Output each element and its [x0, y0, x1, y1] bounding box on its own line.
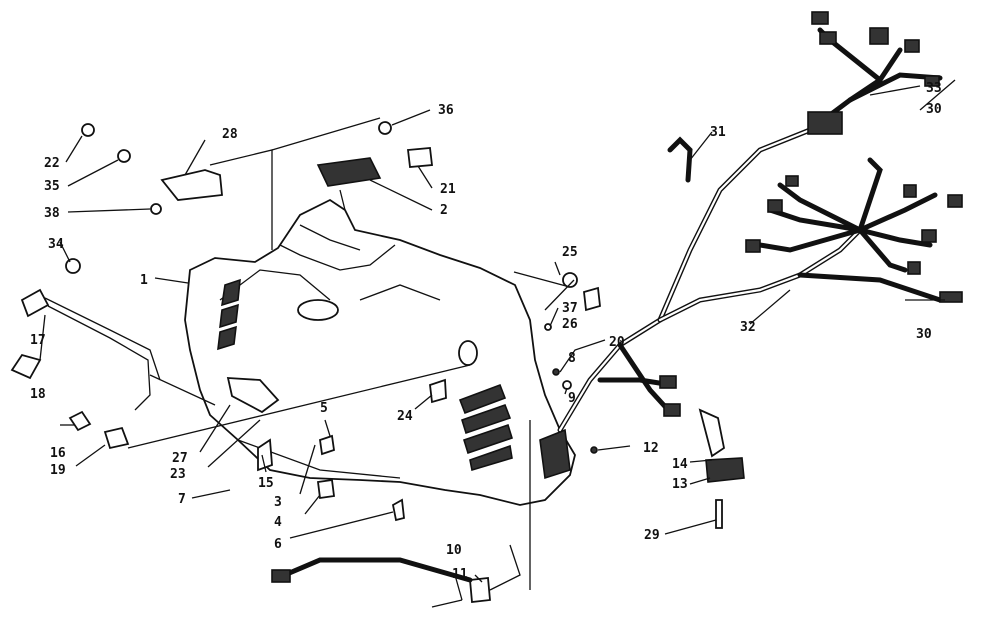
callout-36: 36 — [438, 103, 454, 118]
callout-27: 27 — [172, 451, 188, 466]
callout-9: 9 — [568, 391, 576, 406]
callout-14: 14 — [672, 457, 688, 472]
callout-19: 19 — [50, 463, 66, 478]
decal-part-2 — [316, 157, 382, 187]
callout-2: 2 — [440, 203, 448, 218]
callout-13: 13 — [672, 477, 688, 492]
callout-21: 21 — [440, 182, 456, 197]
nut-part-22 — [81, 123, 95, 137]
callout-37: 37 — [562, 301, 578, 316]
callout-16: 16 — [50, 446, 66, 461]
callout-30-top: 30 — [926, 102, 942, 117]
callout-12: 12 — [643, 441, 659, 456]
callout-23: 23 — [170, 467, 186, 482]
washer-part-35 — [117, 149, 131, 163]
grommet-part-36 — [378, 121, 392, 135]
callout-31: 31 — [710, 125, 726, 140]
callout-18: 18 — [30, 387, 46, 402]
callout-7: 7 — [178, 492, 186, 507]
switch-part-21 — [406, 147, 434, 168]
callout-labels: 1 2 3 4 5 6 7 8 9 10 11 12 13 14 15 16 1… — [30, 81, 942, 582]
console-housing — [184, 198, 576, 506]
callout-33: 33 — [926, 81, 942, 96]
callout-17: 17 — [30, 333, 46, 348]
nut-part-38 — [150, 203, 162, 215]
callout-4: 4 — [274, 515, 282, 530]
hardware-parts — [10, 121, 745, 608]
callout-15: 15 — [258, 476, 274, 491]
callout-20: 20 — [609, 335, 625, 350]
callout-24: 24 — [397, 409, 413, 424]
knob-part-34 — [65, 258, 81, 274]
leader-lines — [39, 79, 956, 601]
callout-5: 5 — [320, 401, 328, 416]
callout-8: 8 — [568, 351, 576, 366]
callout-11: 11 — [452, 567, 468, 582]
callout-32: 32 — [740, 320, 756, 335]
bracket-part-28 — [160, 169, 223, 201]
callout-22: 22 — [44, 156, 60, 171]
callout-34: 34 — [48, 237, 64, 252]
callout-26: 26 — [562, 317, 578, 332]
callout-30-bottom: 30 — [916, 327, 932, 342]
callout-6: 6 — [274, 537, 282, 552]
callout-25: 25 — [562, 245, 578, 260]
callout-1: 1 — [140, 273, 148, 288]
wiring-harness — [271, 11, 963, 583]
callout-3: 3 — [274, 495, 282, 510]
callout-29: 29 — [644, 528, 660, 543]
callout-35: 35 — [44, 179, 60, 194]
callout-10: 10 — [446, 543, 462, 558]
callout-38: 38 — [44, 206, 60, 221]
callout-28: 28 — [222, 127, 238, 142]
